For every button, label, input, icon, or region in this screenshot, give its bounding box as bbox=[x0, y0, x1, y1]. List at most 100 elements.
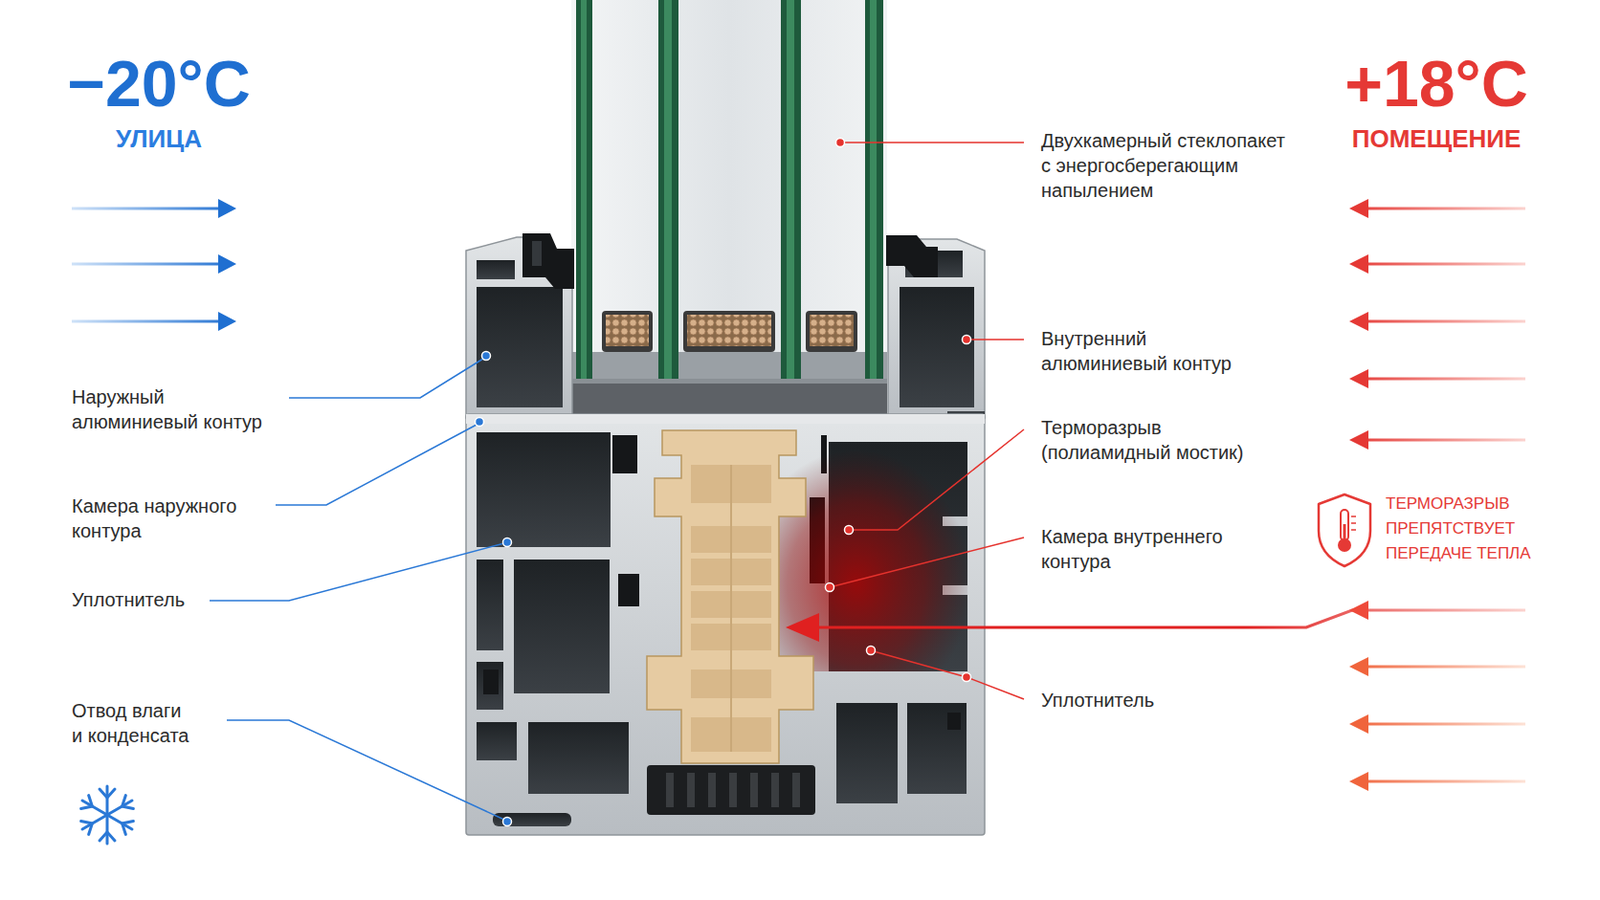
leader-line bbox=[209, 543, 505, 601]
warm-arrows bbox=[1366, 320, 1526, 324]
thermometer-shield-icon bbox=[1351, 529, 1356, 532]
glazing-unit bbox=[571, 0, 888, 418]
leader-line bbox=[833, 537, 1024, 587]
frame-profile bbox=[466, 414, 985, 424]
frame-profile bbox=[618, 574, 640, 607]
snowflake-icon bbox=[82, 800, 133, 830]
leader-line bbox=[833, 142, 1024, 700]
glazing-unit bbox=[780, 0, 801, 381]
glazing-unit bbox=[865, 0, 884, 381]
thermal-break bbox=[646, 765, 816, 816]
thermometer-shield-icon bbox=[1351, 522, 1356, 525]
leader-line bbox=[275, 424, 477, 506]
heat-flow-arrow bbox=[815, 610, 1526, 628]
frame-profile bbox=[947, 712, 961, 731]
frame-profile bbox=[466, 414, 985, 836]
leader-dot bbox=[503, 818, 512, 827]
outer-sash-profile bbox=[532, 241, 542, 267]
thermal-break bbox=[666, 773, 674, 808]
glazing-unit bbox=[571, 378, 888, 418]
frame-profile bbox=[476, 432, 611, 548]
leader-line bbox=[852, 429, 1024, 531]
leader-dot bbox=[866, 646, 876, 656]
thermometer-shield-icon bbox=[1351, 515, 1356, 518]
leader-dot bbox=[475, 418, 485, 427]
frame-profile bbox=[836, 703, 898, 804]
thermal-break bbox=[708, 773, 716, 808]
glazing-unit bbox=[576, 0, 593, 381]
outer-sash-profile bbox=[466, 233, 575, 419]
heat-flow-arrow bbox=[785, 613, 820, 643]
leader-line bbox=[970, 338, 1024, 341]
frame-profile bbox=[492, 813, 572, 827]
glazing-unit bbox=[805, 311, 858, 353]
part-label: Уплотнитель bbox=[71, 587, 185, 613]
inner-sash-profile bbox=[886, 235, 938, 278]
warm-arrows bbox=[1349, 772, 1369, 792]
glazing-unit bbox=[786, 0, 795, 381]
frame-profile bbox=[907, 703, 967, 795]
cold-arrows bbox=[218, 199, 237, 219]
snowflake-icon bbox=[82, 800, 133, 830]
snowflake-icon bbox=[99, 789, 115, 799]
leader-line bbox=[288, 358, 484, 399]
cold-arrows bbox=[218, 311, 237, 332]
glazing-unit bbox=[571, 352, 888, 379]
part-label: Уплотнитель bbox=[1041, 688, 1155, 713]
thermal-break bbox=[771, 773, 779, 808]
thermal-break bbox=[730, 465, 733, 753]
outdoor-caption: УЛИЦА bbox=[63, 124, 255, 155]
leader-line bbox=[226, 720, 505, 821]
warm-arrows bbox=[1366, 723, 1526, 727]
glazing-unit bbox=[580, 0, 587, 381]
note-text: ТЕРМОРАЗРЫВ ПРЕПЯТСТВУЕТ ПЕРЕДАЧЕ ТЕПЛА bbox=[1385, 491, 1534, 567]
outdoor-temperature: −20°C bbox=[53, 50, 265, 116]
snowflake-icon bbox=[78, 794, 136, 837]
part-label: Терморазрыв (полиамидный мостик) bbox=[1041, 415, 1247, 466]
warm-arrows bbox=[1349, 254, 1369, 274]
thermometer-shield-icon bbox=[1318, 494, 1371, 567]
cold-arrows bbox=[71, 320, 221, 324]
heat-glow bbox=[778, 449, 968, 672]
part-label: Двухкамерный стеклопакет с энергосберега… bbox=[1041, 128, 1289, 203]
leader-dot bbox=[482, 352, 491, 361]
frame-profile bbox=[476, 662, 504, 711]
leader-dot bbox=[836, 138, 845, 148]
warm-arrows bbox=[1349, 311, 1369, 332]
part-label: Камера внутреннего контура bbox=[1041, 524, 1226, 575]
glazing-unit bbox=[605, 314, 649, 347]
part-label: Отвод влаги и конденсата bbox=[71, 698, 193, 749]
warm-arrows bbox=[1349, 714, 1369, 734]
cold-arrows bbox=[218, 254, 237, 274]
cold-arrows bbox=[71, 199, 237, 332]
warm-arrows bbox=[1366, 263, 1526, 267]
warm-arrows bbox=[1366, 666, 1526, 669]
frame-profile bbox=[476, 559, 504, 651]
thermal-break bbox=[729, 773, 737, 808]
glazing-unit bbox=[664, 0, 672, 381]
thermal-break bbox=[792, 773, 800, 808]
leader-dot bbox=[503, 538, 512, 548]
glazing-unit bbox=[571, 0, 888, 383]
leader-dot bbox=[825, 138, 972, 683]
snowflake-icon bbox=[118, 817, 134, 835]
glazing-unit bbox=[687, 314, 772, 347]
part-label: Внутренний алюминиевый контур bbox=[1041, 326, 1235, 377]
thermal-break bbox=[687, 773, 695, 808]
snowflake-icon bbox=[78, 794, 136, 837]
glazing-unit bbox=[601, 311, 653, 353]
outer-sash-profile bbox=[522, 233, 575, 289]
cold-arrows bbox=[71, 263, 221, 267]
heat-glow bbox=[778, 449, 968, 672]
thermometer-shield-icon bbox=[1340, 510, 1349, 541]
thermal-break bbox=[646, 430, 816, 816]
inner-sash-profile bbox=[899, 287, 975, 408]
thermal-break bbox=[750, 773, 758, 808]
snowflake-icon bbox=[99, 832, 115, 842]
inner-sash-profile bbox=[886, 235, 985, 419]
thermal-break bbox=[646, 430, 814, 764]
thermometer-shield-icon bbox=[1318, 494, 1371, 567]
warm-arrows bbox=[1349, 199, 1369, 219]
warm-arrows bbox=[1366, 780, 1526, 784]
glazing-unit bbox=[869, 0, 877, 381]
